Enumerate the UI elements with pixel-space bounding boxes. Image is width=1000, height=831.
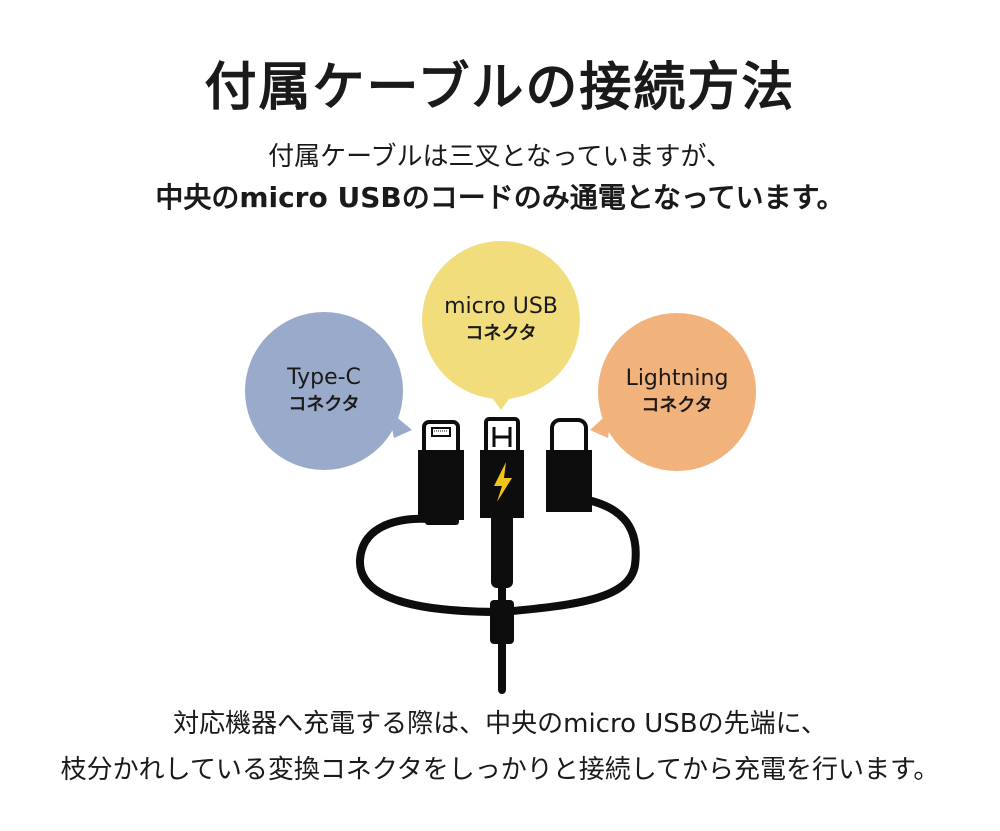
usb-c-adapter — [546, 418, 592, 512]
page-title: 付属ケーブルの接続方法 — [204, 58, 796, 118]
lightning-kind: コネクタ — [641, 395, 713, 416]
micro-usb-kind: コネクタ — [465, 323, 537, 344]
footer-line-2: 枝分かれしている変換コネクタをしっかりと接続してから充電を行います。 — [60, 755, 940, 785]
micro-strain-relief — [491, 510, 513, 588]
subtitle-line-2: 中央のmicro USBのコードのみ通電となっています。 — [155, 181, 845, 214]
lightning-name: Lightning — [625, 366, 729, 391]
lightning-bubble: Lightning コネクタ — [598, 313, 756, 471]
footer-line-1: 対応機器へ充電する際は、中央のmicro USBの先端に、 — [173, 709, 827, 739]
typec-bubble: Type-C コネクタ — [245, 312, 403, 470]
micro-usb-plug — [480, 417, 524, 518]
subtitle-line-1: 付属ケーブルは三叉となっていますが、 — [268, 142, 732, 172]
junction-sleeve — [490, 600, 514, 644]
charging-bolt-icon — [494, 462, 512, 502]
typec-kind: コネクタ — [288, 394, 360, 415]
typec-name: Type-C — [287, 365, 361, 390]
lightning-tip-adapter — [418, 420, 464, 520]
micro-usb-bubble: micro USB コネクタ — [422, 241, 580, 399]
micro-usb-name: micro USB — [444, 294, 558, 319]
